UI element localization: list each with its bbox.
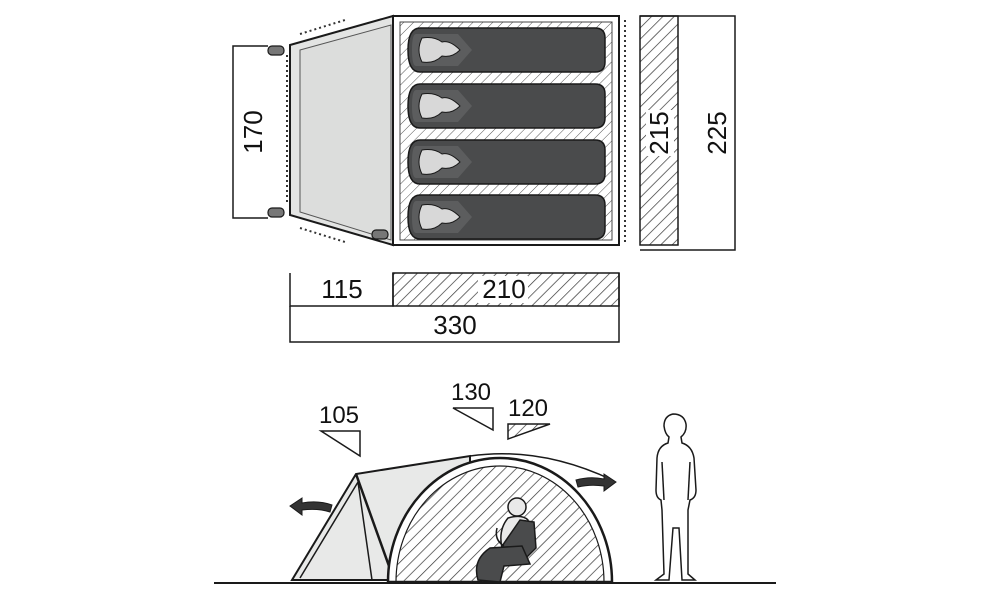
inner-height-label: 130 [451,379,491,406]
sitting-person-icon [475,497,537,583]
porch-height-triangle [318,430,361,458]
dimension-330-box [289,273,620,343]
peg-icon [371,229,389,240]
dimension-170-bracket [232,45,268,219]
porch-height-label: 105 [319,402,359,429]
inner-height-low-label: 120 [508,395,548,422]
inner-height-low-triangle [507,423,551,441]
inner-height-triangle [452,407,494,432]
arrow-right-icon [575,473,617,492]
tent-dome-inner [395,465,605,583]
standing-person-icon [653,413,698,581]
sleeping-bag [407,27,606,73]
arrow-left-icon [289,497,333,516]
dimension-215-label: 215 [644,111,674,154]
floor-plan: 170 215 225 115 210 330 [232,14,736,343]
side-view: 105 130 120 [214,379,776,584]
sleeping-bag [407,194,606,240]
dimension-225-label: 225 [702,111,732,154]
dimension-210-label: 210 [482,274,525,304]
dimension-115-label: 115 [321,274,362,304]
dimension-225-bracket [640,15,736,251]
dimension-330-label: 330 [433,310,476,340]
sleeping-bag [407,83,606,129]
dimension-170-label: 170 [238,110,268,153]
peg-icon [267,45,285,56]
vestibule-panel [299,24,392,241]
peg-icon [267,207,285,218]
sleeping-bag [407,139,606,185]
